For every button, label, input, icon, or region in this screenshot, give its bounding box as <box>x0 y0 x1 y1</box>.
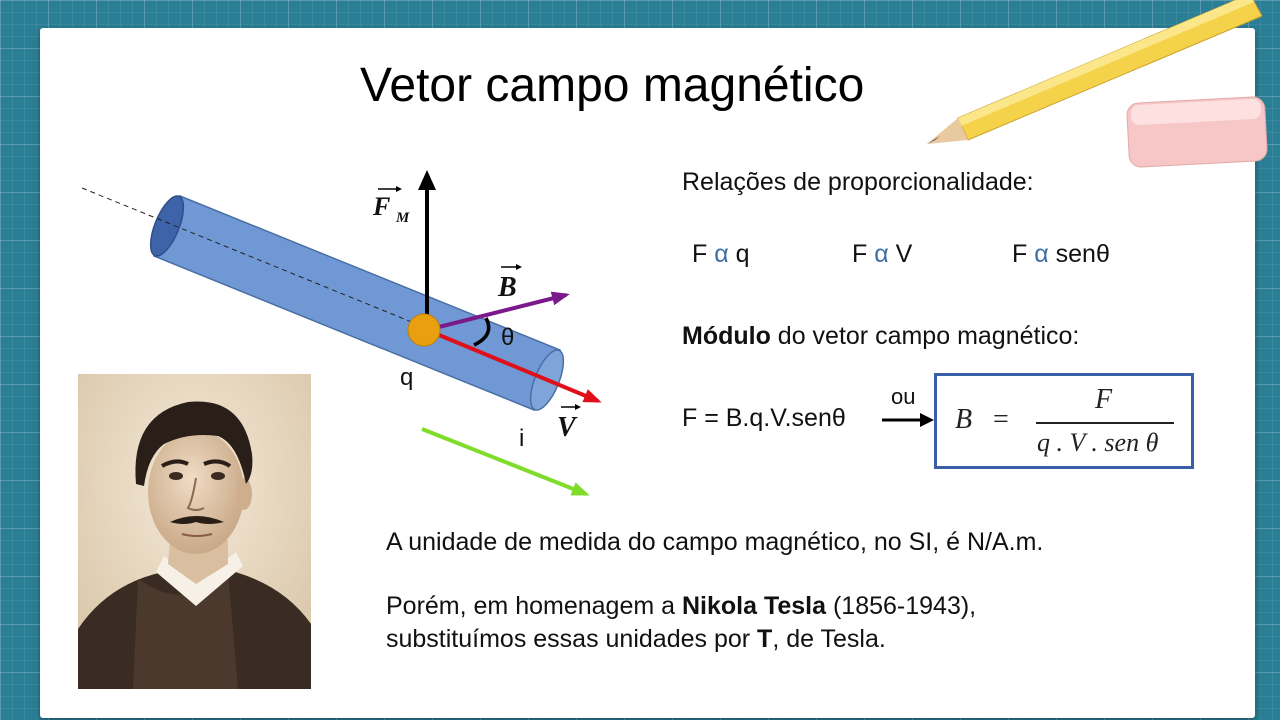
force-subscript: M <box>395 210 410 226</box>
angle-label: θ <box>501 324 514 351</box>
velocity-label: V <box>557 412 578 443</box>
relation-item: F α V <box>852 240 913 268</box>
formula-numerator: F <box>1095 384 1113 415</box>
relation-item: F α q <box>692 240 750 268</box>
field-label: B <box>497 272 517 303</box>
formula-box: B = F q . V . sen θ <box>934 373 1194 469</box>
portrait-photo <box>78 374 311 689</box>
fraction-bar <box>1036 422 1174 424</box>
tesla-text-line1: Porém, em homenagem a Nikola Tesla (1856… <box>386 592 977 620</box>
angle-arc <box>473 317 491 347</box>
unit-text: A unidade de medida do campo magnético, … <box>386 528 1044 556</box>
current-label: i <box>519 425 524 452</box>
formula-connector: ou <box>891 384 916 409</box>
relation-item: F α senθ <box>1012 240 1110 268</box>
wire-axis-line <box>81 187 425 328</box>
formula-equals: = <box>993 404 1009 435</box>
charge-dot <box>407 313 441 347</box>
field-vector <box>426 291 570 332</box>
current-arrow <box>421 427 590 496</box>
force-formula: F = B.q.V.senθ <box>682 404 846 432</box>
force-label: F <box>372 192 390 221</box>
relations-heading: Relações de proporcionalidade: <box>682 168 1034 196</box>
force-arrowhead <box>418 170 436 190</box>
charge-label: q <box>400 364 413 391</box>
tesla-text-line2: substituímos essas unidades por T, de Te… <box>386 625 886 653</box>
formula-denominator: q . V . sen θ <box>1037 428 1159 457</box>
formula-lhs: B <box>955 404 973 435</box>
velocity-vector <box>426 328 602 403</box>
page-title: Vetor campo magnético <box>360 59 865 112</box>
modulus-heading: Módulo do vetor campo magnético: <box>682 322 1080 350</box>
